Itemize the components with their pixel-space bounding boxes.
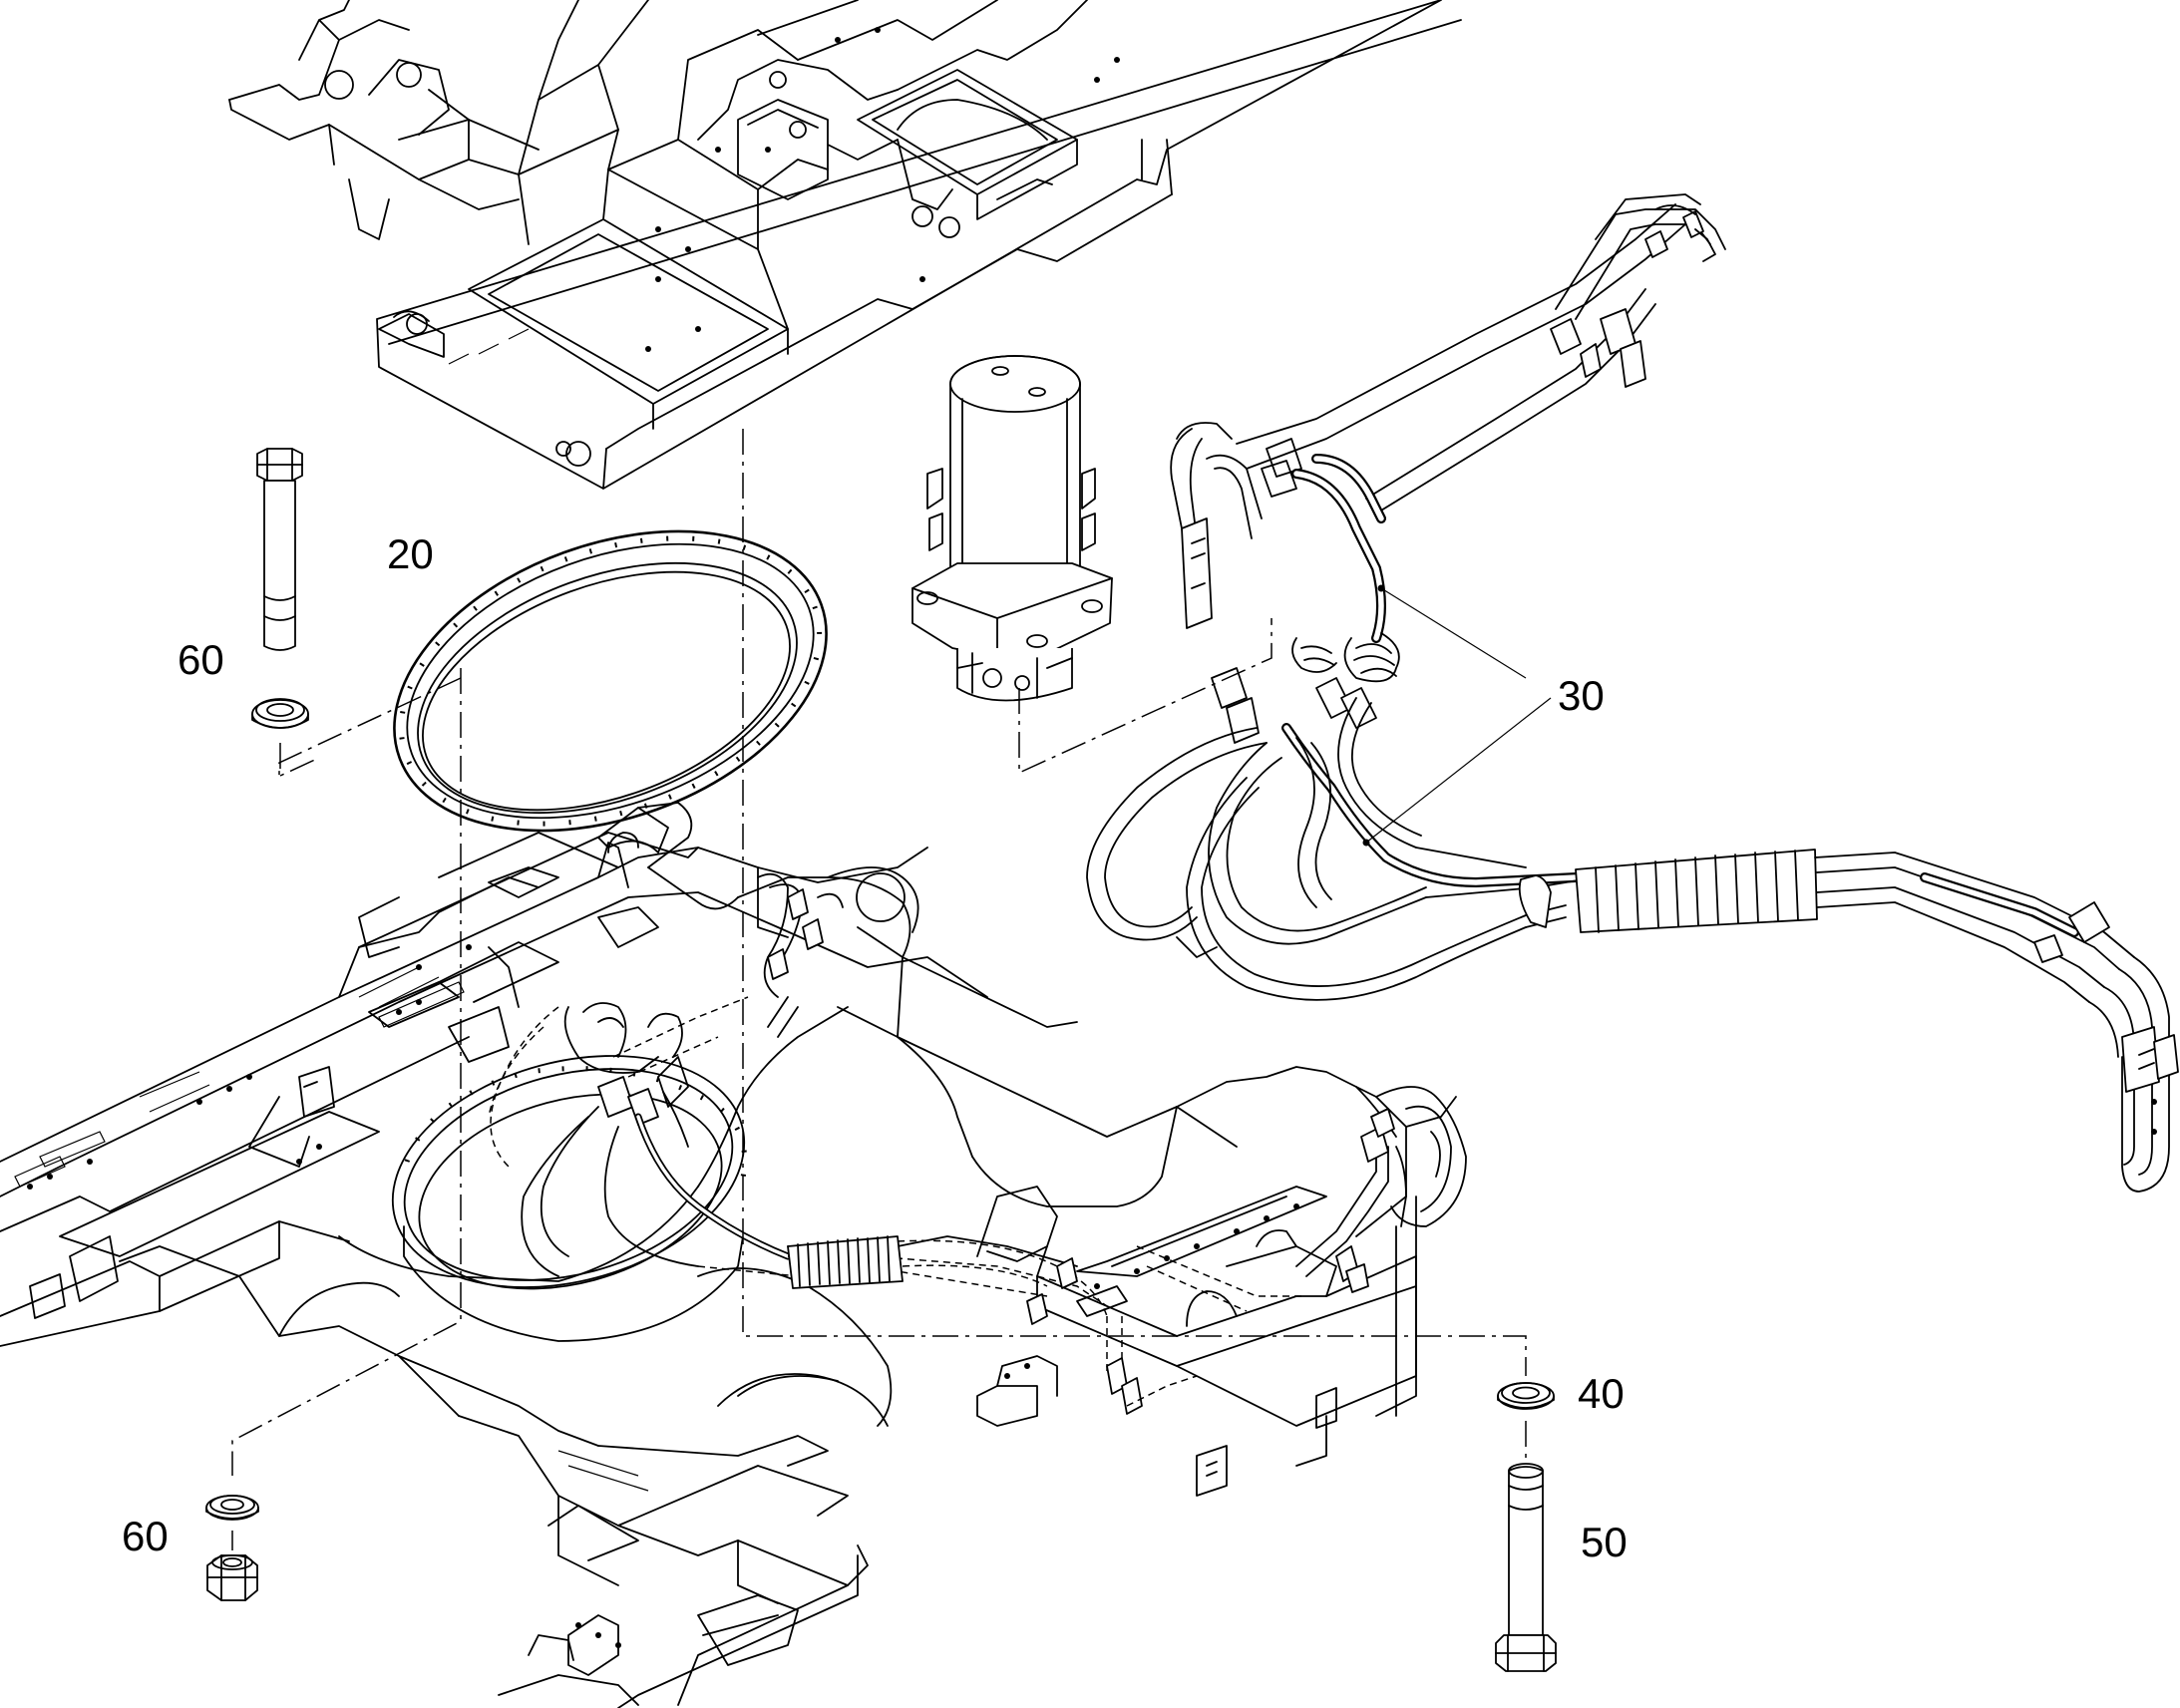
washer-top [251, 698, 309, 729]
callout-30-hoses: 30 [1558, 672, 1605, 719]
callout-60-nut-bottom: 60 [122, 1513, 169, 1559]
hose-assembly [1086, 193, 2179, 1193]
base-hoses [488, 872, 1407, 1415]
callout-50-bolt: 50 [1581, 1519, 1628, 1565]
callout-60-bolt-top: 60 [178, 636, 224, 683]
assembly-lines [231, 429, 1527, 1550]
washer-right [1497, 1382, 1555, 1410]
nut-bottom [206, 1554, 258, 1601]
callout-20-slewing-ring: 20 [387, 530, 434, 577]
base-ring [391, 1055, 748, 1342]
bolt-top [256, 448, 303, 651]
rotary-joint [911, 355, 1113, 702]
upper-frame [228, 0, 1462, 490]
bolt-bottom [1495, 1463, 1557, 1672]
callout-40-washer: 40 [1578, 1370, 1625, 1417]
washer-bottom [205, 1495, 259, 1521]
slewing-ring [393, 529, 828, 833]
leader-lines [1362, 584, 1552, 847]
